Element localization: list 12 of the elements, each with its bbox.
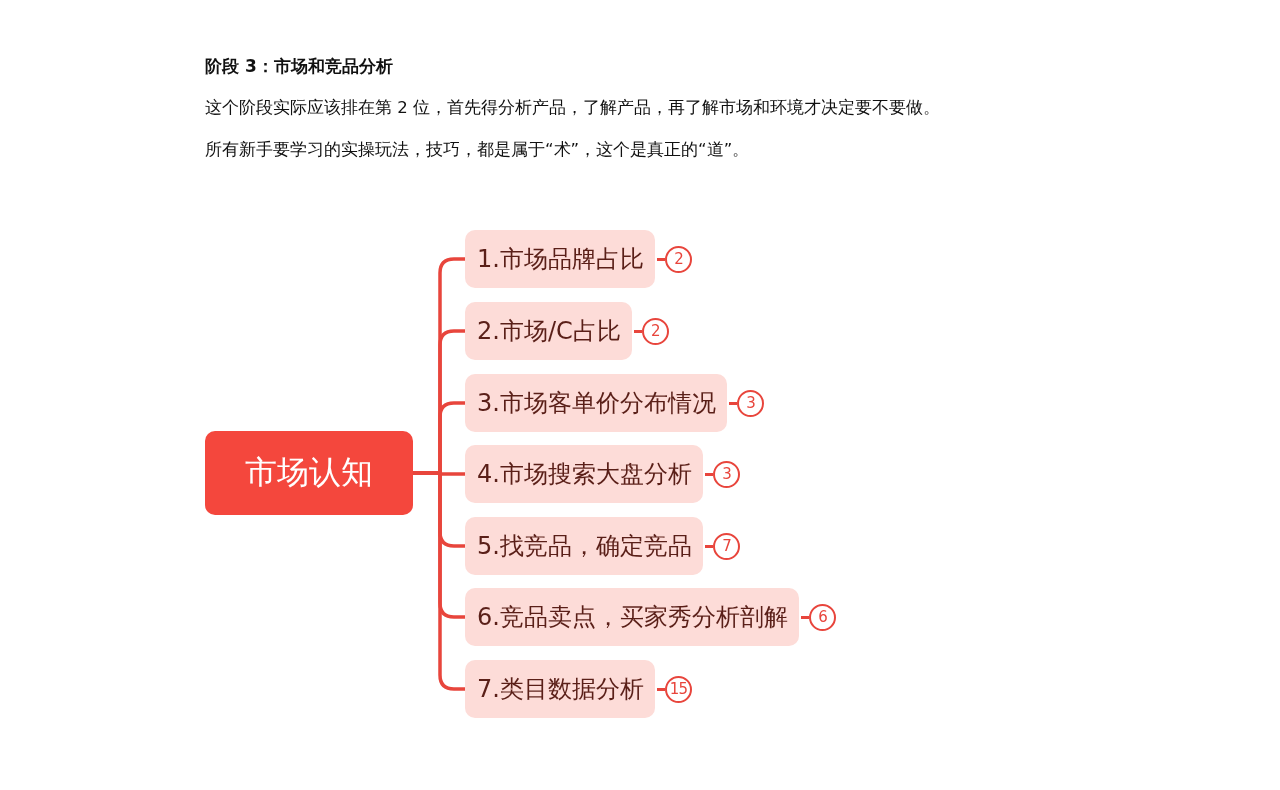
topic-text: 1.市场品牌占比 — [477, 244, 644, 275]
topic-text: 3.市场客单价分布情况 — [477, 388, 716, 419]
topic-text: 2.市场/C占比 — [477, 316, 621, 347]
heading: 阶段 3：市场和竞品分析 — [205, 55, 393, 78]
topic-text: 4.市场搜索大盘分析 — [477, 459, 692, 490]
topic-text: 5.找竞品，确定竞品 — [477, 531, 692, 562]
topic-text: 6.竞品卖点，买家秀分析剖解 — [477, 602, 788, 633]
branch-line — [413, 471, 465, 691]
paragraph: 这个阶段实际应该排在第 2 位，首先得分析产品，了解产品，再了解市场和环境才决定要不要做。 — [205, 97, 940, 119]
paragraph: 所有新手要学习的实操玩法，技巧，都是属于“术”，这个是真正的“道”。 — [205, 139, 750, 161]
topic-text: 7.类目数据分析 — [477, 674, 644, 705]
central-topic-box: 市场认知 — [205, 431, 413, 515]
